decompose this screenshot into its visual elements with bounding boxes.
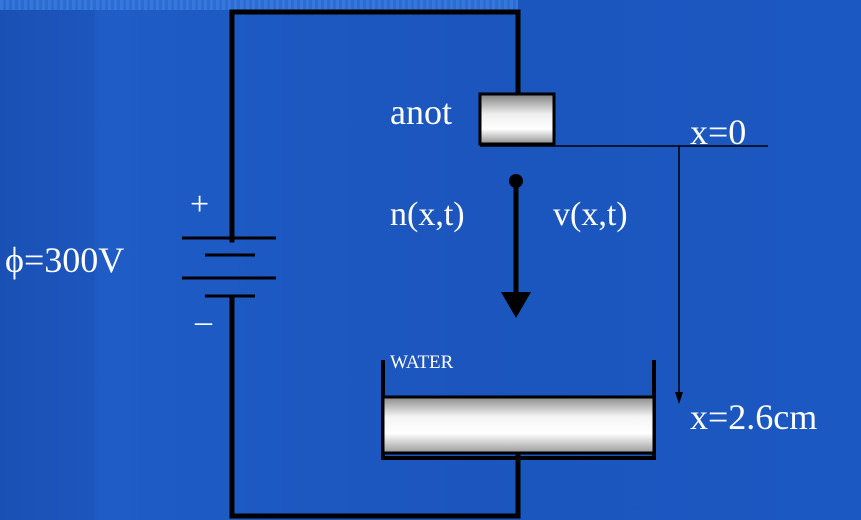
voltage-label: ϕ=300V [5,240,125,280]
background-left-band [0,10,95,520]
plus-label: + [190,186,210,223]
background-top-strip [0,0,518,10]
density-label: n(x,t) [390,196,465,233]
water-label: WATER [390,352,454,373]
wire-left-bottom [229,294,521,519]
circuit-wires [229,9,521,519]
wire-left-top [229,9,521,243]
minus-label: – [195,303,212,340]
x-zero-label: x=0 [690,112,747,152]
anode-label: anot [390,92,452,132]
distance-arrowhead [675,392,683,404]
x-distance-label: x=2.6cm [690,397,818,437]
velocity-label: v(x,t) [553,196,628,233]
flow-arrowhead [501,292,531,318]
cathode-electrode [381,395,656,455]
anode-electrode [478,92,556,146]
battery-symbol [182,236,276,298]
